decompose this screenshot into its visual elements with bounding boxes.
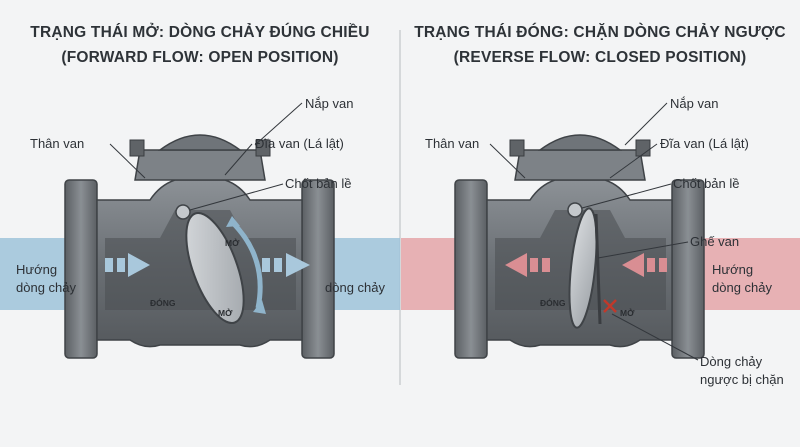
left-tag-closed: ĐÓNG bbox=[150, 297, 176, 308]
right-label-flow-1: Hướng bbox=[712, 262, 753, 277]
right-title-vi: TRẠNG THÁI ĐÓNG: CHẶN DÒNG CHẢY NGƯỢC bbox=[414, 23, 786, 41]
left-tag-open: MỞ bbox=[225, 237, 240, 248]
right-tag-closed: ĐÓNG bbox=[540, 297, 566, 308]
right-label-seat: Ghế van bbox=[690, 234, 739, 249]
right-label-disc: Đĩa van (Lá lật) bbox=[660, 136, 749, 151]
left-label-flow-2: dòng chảy bbox=[16, 280, 76, 295]
left-label-bonnet: Nắp van bbox=[305, 96, 353, 111]
right-disc bbox=[568, 207, 598, 329]
blocked-icon bbox=[603, 299, 617, 313]
left-inlet-flange bbox=[64, 179, 98, 359]
right-bolt-icon bbox=[509, 139, 525, 157]
left-disc bbox=[185, 211, 245, 325]
left-hinge-pin bbox=[175, 204, 191, 220]
right-label-flow-2: dòng chảy bbox=[712, 280, 772, 295]
right-valve-seat bbox=[594, 213, 602, 325]
flow-arrow-icon bbox=[622, 253, 644, 277]
left-bolt-icon bbox=[255, 139, 271, 157]
right-tag-open: MỞ bbox=[620, 307, 635, 318]
right-label-blocked-2: ngược bị chặn bbox=[700, 372, 784, 387]
left-label-disc: Đĩa van (Lá lật) bbox=[255, 136, 344, 151]
right-flow-arrows bbox=[505, 253, 667, 277]
left-label-hinge: Chốt bản lề bbox=[285, 176, 352, 191]
left-open-arc bbox=[230, 220, 263, 309]
left-valve bbox=[64, 134, 335, 359]
left-title-vi: TRẠNG THÁI MỞ: DÒNG CHẢY ĐÚNG CHIỀU bbox=[30, 23, 369, 41]
right-outlet-flange bbox=[671, 179, 705, 359]
right-valve bbox=[454, 134, 705, 359]
right-panel: TRẠNG THÁI ĐÓNG: CHẶN DÒNG CHẢY NGƯỢC (R… bbox=[401, 23, 800, 387]
left-label-flow-out: dòng chảy bbox=[325, 280, 385, 295]
right-inlet-flange bbox=[454, 179, 488, 359]
left-bolt-icon bbox=[129, 139, 145, 157]
left-tag-open-2: MỞ bbox=[218, 307, 233, 318]
right-label-blocked-1: Dòng chảy bbox=[700, 354, 763, 369]
right-label-hinge: Chốt bản lề bbox=[673, 176, 740, 191]
right-label-bonnet: Nắp van bbox=[670, 96, 718, 111]
flow-arrow-icon bbox=[128, 253, 150, 277]
left-bonnet bbox=[134, 149, 266, 181]
left-outlet-flange bbox=[301, 179, 335, 359]
right-hinge-pin bbox=[567, 202, 583, 218]
arrow-head-icon bbox=[226, 216, 240, 227]
left-title-en: (FORWARD FLOW: OPEN POSITION) bbox=[61, 49, 338, 66]
flow-arrow-icon bbox=[286, 253, 310, 277]
left-label-body: Thân van bbox=[30, 136, 84, 151]
left-label-flow-1: Hướng bbox=[16, 262, 57, 277]
left-flow-arrows bbox=[105, 253, 310, 277]
right-title-en: (REVERSE FLOW: CLOSED POSITION) bbox=[454, 49, 747, 66]
left-panel: TRẠNG THÁI MỞ: DÒNG CHẢY ĐÚNG CHIỀU (FOR… bbox=[0, 23, 400, 359]
right-bonnet bbox=[514, 149, 646, 181]
arrow-head-icon bbox=[253, 300, 266, 314]
right-label-body: Thân van bbox=[425, 136, 479, 151]
flow-arrow-icon bbox=[505, 253, 527, 277]
